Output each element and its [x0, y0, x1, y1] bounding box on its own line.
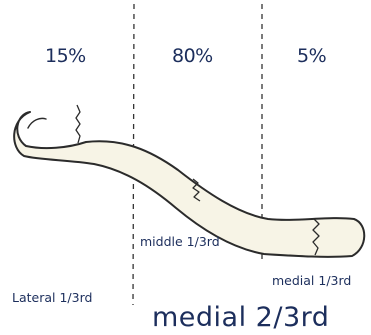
fracture-mark-lateral: [76, 105, 80, 143]
medial-percent: 5%: [297, 47, 326, 66]
middle-percent: 80%: [172, 47, 213, 66]
medial-third-label: medial 1/3rd: [272, 275, 351, 288]
medial-two-thirds-label: medial 2/3rd: [152, 304, 329, 331]
lateral-end-curl: [28, 118, 46, 128]
lateral-third-label: Lateral 1/3rd: [12, 292, 92, 305]
middle-third-label: middle 1/3rd: [140, 236, 220, 249]
lateral-percent: 15%: [45, 47, 86, 66]
